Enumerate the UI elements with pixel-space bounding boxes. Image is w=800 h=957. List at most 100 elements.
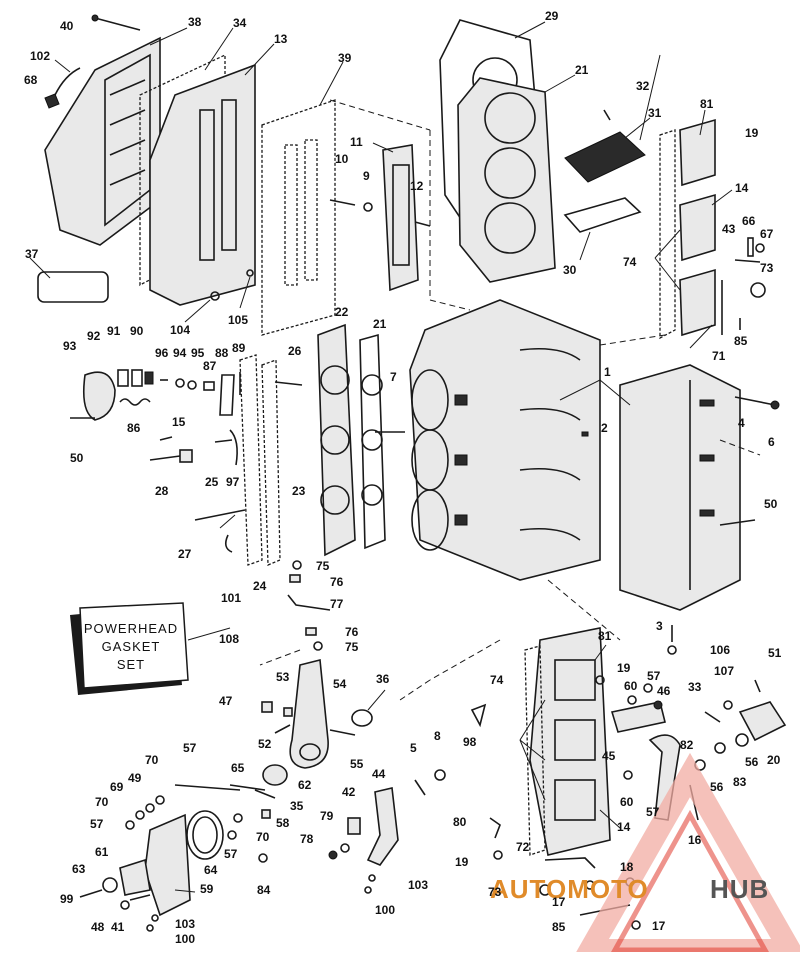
bolt-6-head [770, 400, 780, 410]
reed-valve-stack-upper [659, 118, 716, 340]
callout-number: 33 [688, 680, 702, 694]
callout-number: 34 [233, 16, 247, 30]
part-53 [283, 707, 293, 717]
nut-75-upper [292, 560, 302, 570]
callout-number: 105 [228, 313, 248, 327]
callout-number: 70 [145, 753, 159, 767]
callout-number: 106 [710, 643, 730, 657]
washer-103-mid [368, 874, 376, 882]
watermark-brand-left: AUTOMOTO [490, 874, 649, 904]
callout-number: 48 [91, 920, 105, 934]
screw-19-bottom [493, 850, 503, 860]
callout-number: 86 [127, 421, 141, 435]
ring-64 [186, 810, 224, 860]
callout-number: 7 [390, 370, 397, 384]
callout-number: 107 [714, 664, 734, 678]
washer-36 [351, 709, 373, 727]
spark-plug-27 [194, 509, 246, 521]
callout-number: 83 [733, 775, 747, 789]
callout-number: 65 [231, 761, 245, 775]
cylinder-head-22 [317, 323, 356, 557]
callout-number: 14 [617, 820, 631, 834]
washer-70-mid [233, 813, 243, 823]
part-87 [203, 381, 215, 391]
callout-number: 57 [646, 805, 660, 819]
screw-43 [734, 259, 761, 263]
kit-box-line-3: SET [117, 657, 145, 672]
kit-box-line-2: GASKET [102, 639, 161, 654]
callout-number: 24 [253, 579, 267, 593]
arm-44 [366, 787, 399, 866]
callout-number: 67 [760, 227, 774, 241]
callout-number: 62 [298, 778, 312, 792]
callout-number: 36 [376, 672, 390, 686]
callout-number: 15 [172, 415, 186, 429]
callout-number: 87 [203, 359, 217, 373]
callout-number: 28 [155, 484, 169, 498]
fitting-68 [44, 93, 60, 109]
screw-54 [329, 729, 356, 736]
washer-94 [175, 378, 185, 388]
callout-number: 93 [63, 339, 77, 353]
washer-8 [434, 769, 446, 781]
part-92 [117, 369, 129, 387]
callout-number: 9 [363, 169, 370, 183]
callout-number: 11 [350, 135, 363, 149]
washer-49 [155, 795, 165, 805]
callout-number: 73 [488, 885, 502, 899]
callout-number: 37 [25, 247, 39, 261]
screw-41 [129, 894, 151, 901]
callout-number: 77 [330, 597, 344, 611]
bolt-26 [274, 381, 303, 386]
callout-number: 103 [175, 917, 195, 931]
callout-number: 71 [712, 349, 726, 363]
callout-number: 27 [178, 547, 192, 561]
clip-97 [229, 429, 238, 466]
gasket-30 [563, 197, 642, 233]
callout-number: 54 [333, 677, 347, 691]
callout-number: 46 [657, 684, 671, 698]
part-58 [261, 809, 271, 819]
screw-19-lower [595, 675, 605, 685]
callout-number: 35 [290, 799, 304, 813]
callout-number: 101 [221, 591, 241, 605]
part-91 [131, 369, 143, 387]
callout-number: 56 [710, 780, 724, 794]
callout-number: 63 [72, 862, 86, 876]
callout-number: 2 [601, 421, 608, 435]
callout-number: 97 [226, 475, 240, 489]
nut-106 [667, 645, 677, 655]
screw-99 [79, 889, 103, 898]
callout-number: 81 [700, 97, 714, 111]
nut-84 [258, 853, 268, 863]
washer-107 [723, 700, 733, 710]
callout-number: 79 [320, 809, 334, 823]
washer-104 [210, 291, 220, 301]
nut-73-bottom [539, 884, 551, 896]
callout-number: 58 [276, 816, 290, 830]
callout-number: 43 [722, 222, 736, 236]
callout-number: 14 [735, 181, 749, 195]
pin-2 [581, 431, 589, 437]
bracket-61 [119, 858, 151, 896]
washer-67 [755, 243, 765, 253]
callout-number: 70 [95, 795, 109, 809]
callout-number: 52 [258, 737, 272, 751]
callout-number: 57 [183, 741, 197, 755]
watermark-logo: AUTOMOTO HUB [490, 752, 800, 957]
callout-number: 66 [742, 214, 756, 228]
callout-number: 45 [602, 749, 616, 763]
callout-number: 19 [745, 126, 759, 140]
washer-57-left [125, 820, 135, 830]
callout-number: 50 [70, 451, 84, 465]
powerhead-gasket-set-box: POWERHEAD GASKET SET [70, 602, 189, 695]
callout-number: 96 [155, 346, 169, 360]
callout-number: 31 [648, 106, 662, 120]
callout-number: 8 [434, 729, 441, 743]
callout-number: 95 [191, 346, 205, 360]
callout-number: 60 [624, 679, 638, 693]
exhaust-cover-outer [44, 36, 161, 246]
link-77 [287, 594, 331, 611]
callout-number: 57 [90, 817, 104, 831]
link-57 [174, 784, 241, 791]
